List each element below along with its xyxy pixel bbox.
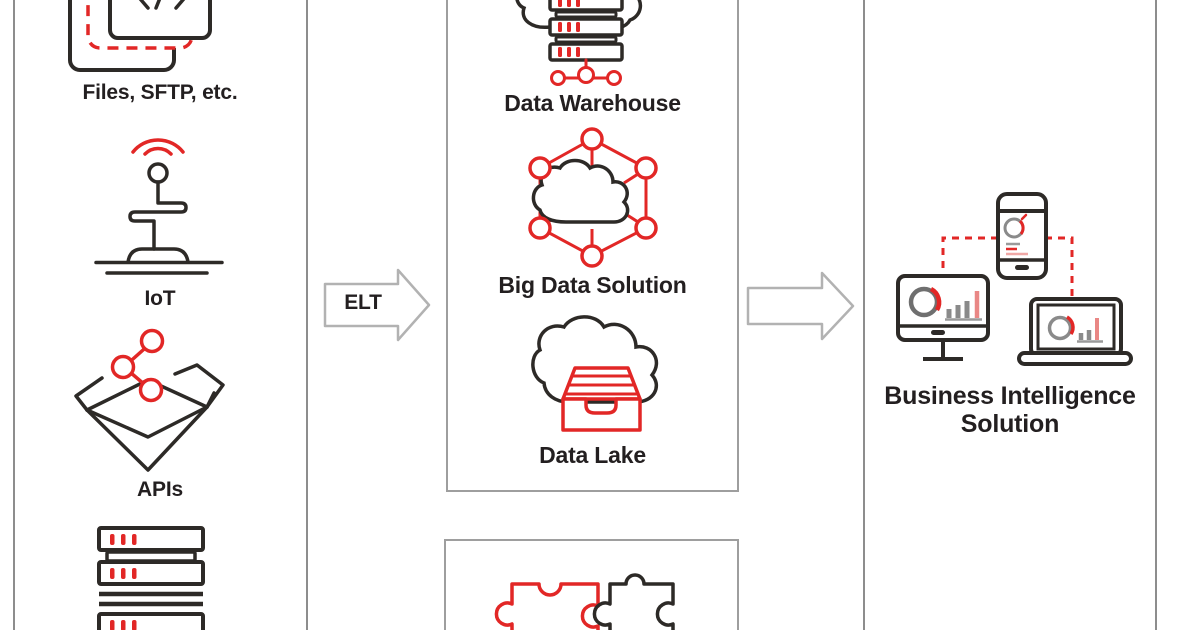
data-warehouse-icon bbox=[515, 0, 643, 86]
phone-icon bbox=[996, 192, 1048, 280]
integration-box bbox=[444, 539, 739, 630]
data-lake-icon bbox=[531, 315, 659, 432]
server-stack-icon bbox=[97, 526, 205, 630]
flow-arrow bbox=[746, 271, 855, 341]
big-data-icon bbox=[528, 127, 658, 268]
files-label: Files, SFTP, etc. bbox=[82, 81, 238, 104]
bi-label-line1: Business Intelligence bbox=[884, 382, 1136, 410]
elt-arrow bbox=[323, 268, 431, 342]
laptop-icon bbox=[1017, 297, 1133, 366]
bi-devices-icon bbox=[896, 192, 1133, 366]
api-box-icon bbox=[74, 328, 225, 472]
apis-label: APIs bbox=[137, 478, 183, 501]
monitor-icon bbox=[896, 274, 990, 361]
puzzle-pieces-icon bbox=[494, 573, 675, 630]
data-warehouse-label: Data Warehouse bbox=[504, 90, 681, 116]
bi-label-line2: Solution bbox=[960, 410, 1060, 438]
sources-column-frame bbox=[13, 0, 308, 630]
elt-label: ELT bbox=[344, 291, 382, 314]
bi-column-frame bbox=[863, 0, 1157, 630]
code-files-icon bbox=[68, 0, 212, 72]
data-lake-label: Data Lake bbox=[539, 442, 646, 468]
iot-label: IoT bbox=[144, 287, 176, 310]
big-data-label: Big Data Solution bbox=[498, 272, 687, 298]
bi-label: Business Intelligence Solution bbox=[863, 382, 1157, 438]
iot-sensor-icon bbox=[94, 138, 224, 275]
